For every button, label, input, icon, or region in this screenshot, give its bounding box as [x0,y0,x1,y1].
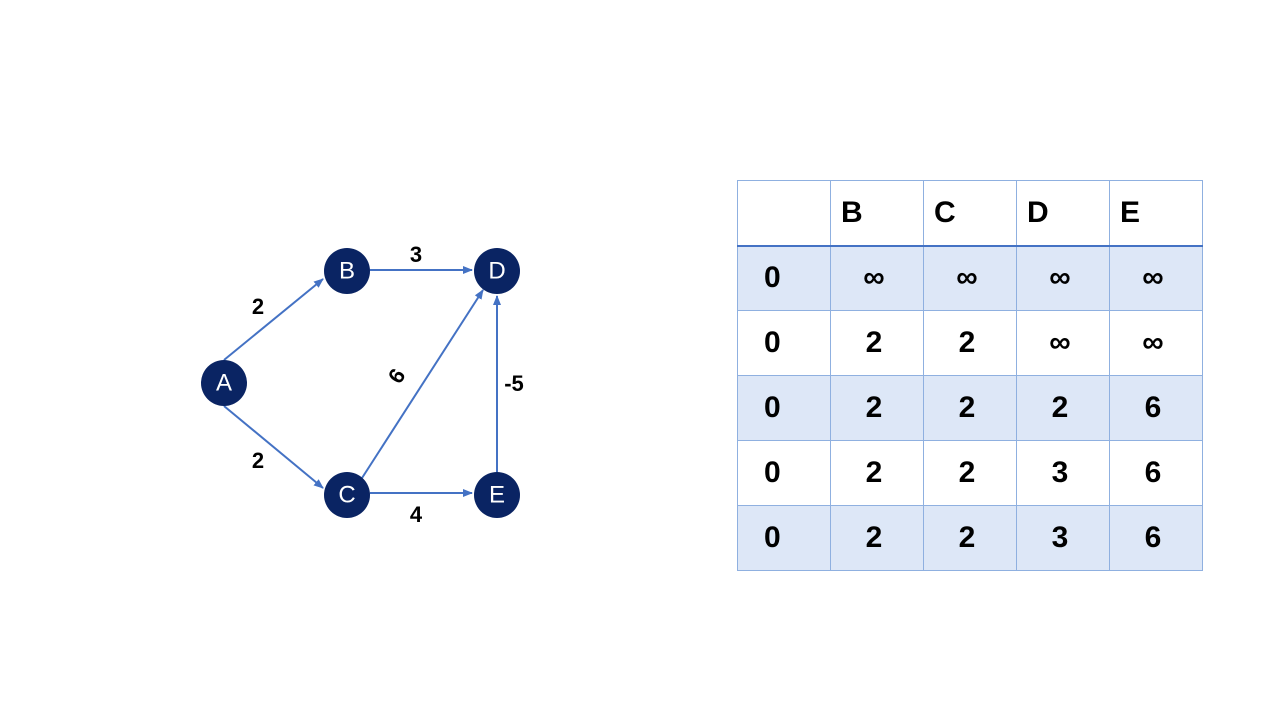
table-cell: ∞ [1016,310,1110,376]
weight-a-b: 2 [252,294,264,319]
node-e-label: E [489,482,505,509]
node-a: A [201,360,247,406]
table-cell: 0 [737,310,831,376]
node-c: C [324,472,370,518]
table-cell: 2 [923,505,1017,571]
weight-c-d: 6 [383,364,411,388]
table-cell: 6 [1109,440,1203,506]
edge-c-d [361,289,484,479]
table-row: 0 2 2 ∞ ∞ [737,310,1203,376]
edge-a-c [223,405,324,489]
table-cell: 0 [737,505,831,571]
table-cell: ∞ [830,245,924,311]
table-cell: 2 [830,440,924,506]
table-cell: 2 [830,375,924,441]
table-cell: 2 [923,310,1017,376]
table-cell: 2 [923,375,1017,441]
table-header-row: B C D E [737,180,1203,247]
node-a-label: A [216,370,232,397]
node-d-label: D [488,258,505,285]
table-row: 0 ∞ ∞ ∞ ∞ [737,245,1203,311]
header-cell-blank [737,180,831,247]
node-d: D [474,248,520,294]
table-cell: 0 [737,440,831,506]
edge-a-b [223,278,324,361]
table-row: 0 2 2 3 6 [737,505,1203,571]
weight-c-e: 4 [410,502,423,527]
table-cell: 3 [1016,505,1110,571]
node-b-label: B [339,258,355,285]
table-cell: ∞ [1109,310,1203,376]
table-cell: 3 [1016,440,1110,506]
table-row: 0 2 2 3 6 [737,440,1203,506]
header-cell-b: B [830,180,924,247]
table-cell: 0 [737,245,831,311]
node-e: E [474,472,520,518]
distance-table: B C D E 0 ∞ ∞ ∞ ∞ 0 2 2 ∞ ∞ 0 2 2 2 6 0 [737,180,1203,571]
node-c-label: C [338,482,355,509]
directed-graph: 2 2 3 6 4 -5 A B C D E [201,242,524,527]
table-cell: 2 [923,440,1017,506]
table-cell: ∞ [1016,245,1110,311]
table-cell: 2 [830,505,924,571]
weight-e-d: -5 [504,371,524,396]
node-b: B [324,248,370,294]
weight-a-c: 2 [252,448,264,473]
table-cell: 6 [1109,505,1203,571]
weight-b-d: 3 [410,242,422,267]
table-cell: 0 [737,375,831,441]
header-cell-d: D [1016,180,1110,247]
table-cell: 6 [1109,375,1203,441]
header-cell-e: E [1109,180,1203,247]
table-cell: 2 [830,310,924,376]
table-row: 0 2 2 2 6 [737,375,1203,441]
header-cell-c: C [923,180,1017,247]
table-cell: ∞ [923,245,1017,311]
table-cell: ∞ [1109,245,1203,311]
table-cell: 2 [1016,375,1110,441]
